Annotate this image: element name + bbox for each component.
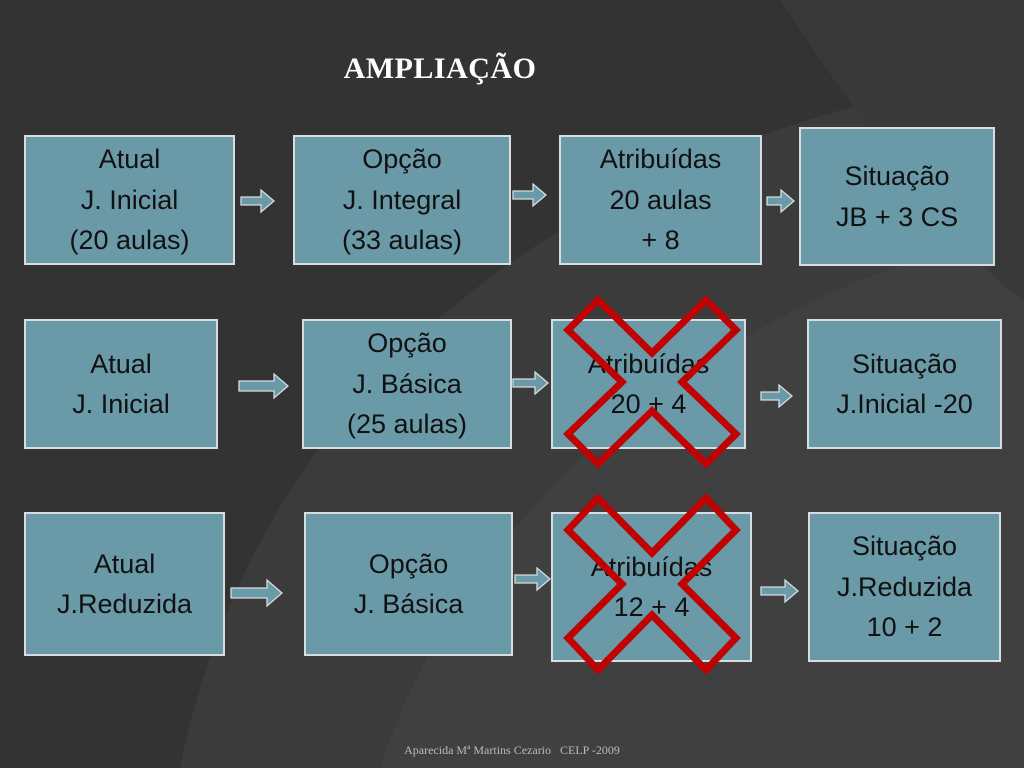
row1-situation-box: Situação JB + 3 CS [799, 127, 995, 266]
box-line: 20 aulas [609, 184, 712, 215]
box-line: J. Inicial [72, 389, 170, 419]
box-line: Situação [844, 161, 950, 191]
row3-situation-box: Situação J.Reduzida 10 + 2 [808, 512, 1001, 662]
box-line: J.Reduzida [836, 571, 973, 602]
box-line: JB + 3 CS [835, 201, 959, 232]
right-arrow-icon [240, 188, 276, 214]
footer-credit: Aparecida Mª Martins Cezario CELP -2009 [404, 743, 620, 757]
box-line: J.Inicial -20 [836, 389, 973, 419]
right-arrow-icon [230, 578, 283, 608]
box-line: Atribuídas [599, 144, 722, 175]
box-line: Opção [368, 548, 449, 579]
right-arrow-icon [512, 182, 548, 208]
row3-option-box: Opção J. Básica [304, 512, 513, 656]
row1-current-box: Atual J. Inicial (20 aulas) [24, 135, 235, 265]
box-line: (25 aulas) [346, 409, 468, 440]
row2-option-box: Opção J. Básica (25 aulas) [302, 319, 512, 449]
right-arrow-icon [514, 566, 552, 592]
row2-current-box: Atual J. Inicial [24, 319, 218, 449]
row3-current-box: Atual J.Reduzida [24, 512, 225, 656]
box-line: J. Inicial [80, 184, 179, 215]
box-line: Situação [851, 348, 958, 379]
right-arrow-icon [512, 370, 550, 396]
right-arrow-icon [238, 372, 289, 400]
box-line: (20 aulas) [69, 225, 190, 256]
slide-title: AMPLIAÇÃO [343, 52, 537, 85]
box-line: Opção [367, 328, 447, 359]
box-line: Situação [851, 531, 958, 562]
red-cross-icon [563, 494, 741, 674]
box-line: J. Integral [342, 184, 462, 215]
box-line: + 8 [641, 225, 680, 256]
box-line: J. Básica [352, 368, 462, 399]
row1-assigned-box: Atribuídas 20 aulas + 8 [559, 135, 762, 265]
right-arrow-icon [766, 188, 796, 214]
row2-situation-box: Situação J.Inicial -20 [807, 319, 1002, 449]
box-line: Atual [90, 348, 152, 379]
box-line: J. Básica [353, 589, 464, 619]
box-line: Atual [93, 548, 156, 579]
row1-option-box: Opção J. Integral (33 aulas) [293, 135, 511, 265]
box-line: Atual [98, 144, 161, 175]
right-arrow-icon [760, 578, 800, 604]
red-cross-icon [563, 296, 741, 468]
box-line: J.Reduzida [56, 589, 193, 619]
box-line: 10 + 2 [866, 612, 943, 643]
right-arrow-icon [760, 383, 794, 409]
box-line: Opção [362, 144, 442, 175]
box-line: (33 aulas) [341, 225, 463, 256]
